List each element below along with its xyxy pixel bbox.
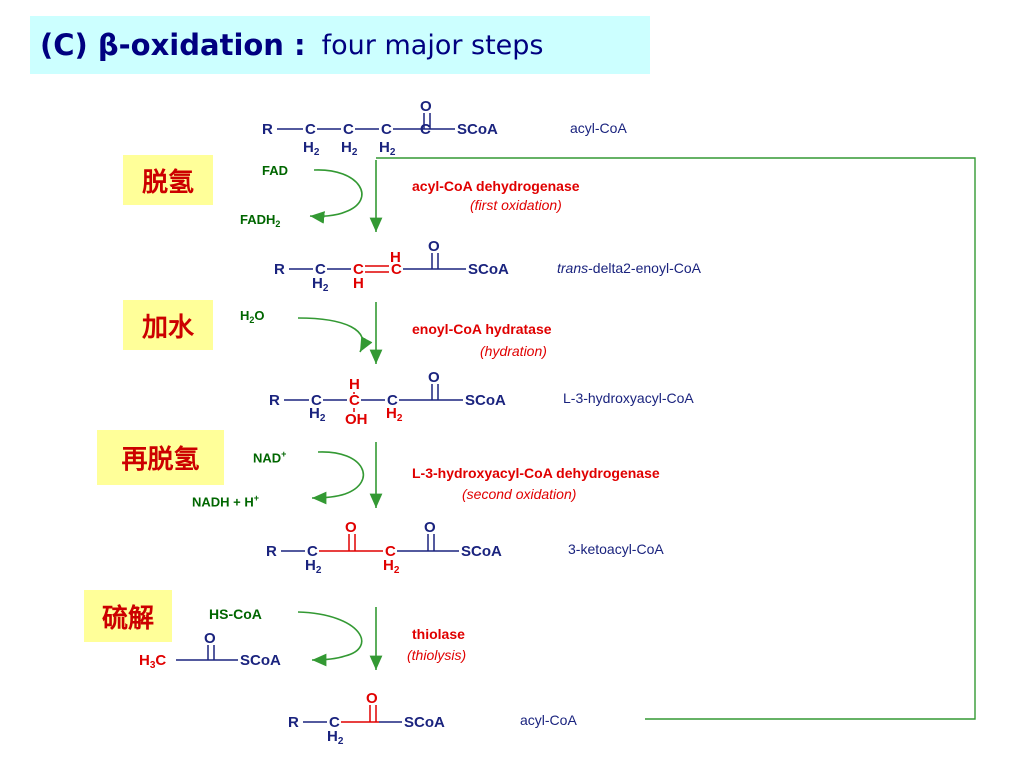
cofactor-fad: FAD xyxy=(262,163,288,178)
svg-text:H3C: H3C xyxy=(139,652,166,671)
svg-text:O: O xyxy=(204,630,216,647)
svg-text:O: O xyxy=(424,519,436,536)
svg-text:C: C xyxy=(307,543,318,560)
title-subtitle: four major steps xyxy=(321,29,544,61)
bonds-enoyl-coa xyxy=(289,253,466,270)
mode-3: (second oxidation) xyxy=(462,486,577,502)
svg-text:O: O xyxy=(428,369,440,386)
svg-text:O: O xyxy=(428,238,440,255)
enzyme-3: L-3-hydroxyacyl-CoA dehydrogenase xyxy=(412,465,660,481)
title-bold: (C) β-oxidation : xyxy=(40,28,306,62)
svg-text:H: H xyxy=(390,249,401,266)
enzyme-1: acyl-CoA dehydrogenase xyxy=(412,178,580,194)
step1-curve-arrow xyxy=(309,169,363,224)
svg-text:R: R xyxy=(266,543,277,560)
svg-text:H2: H2 xyxy=(312,275,329,294)
svg-text:C: C xyxy=(311,392,322,409)
svg-text:SCoA: SCoA xyxy=(240,652,281,669)
mode-4: (thiolysis) xyxy=(407,647,467,663)
bonds-hydroxyacyl-coa xyxy=(284,384,463,401)
svg-text:R: R xyxy=(274,261,285,278)
svg-text:C: C xyxy=(305,121,316,138)
svg-text:H2: H2 xyxy=(379,139,396,158)
mode-2: (hydration) xyxy=(480,343,547,359)
svg-text:SCoA: SCoA xyxy=(465,392,506,409)
cofactor-hscoa: HS-CoA xyxy=(209,606,262,622)
step1-label: 脱氢 xyxy=(123,155,213,205)
svg-text:C: C xyxy=(315,261,326,278)
svg-text:C: C xyxy=(329,714,340,731)
structure-acetyl-coa: H3C O SCoA xyxy=(139,630,281,671)
mode-1: (first oxidation) xyxy=(470,197,562,213)
svg-text:C: C xyxy=(353,261,364,278)
svg-text:O: O xyxy=(366,690,378,707)
bonds-acyl-coa xyxy=(277,113,455,130)
cofactor-nad: NAD+ xyxy=(253,449,287,466)
structure-acyl-coa: R C C C C O SCoA H2 H2 H2 xyxy=(262,98,498,158)
svg-text:H2: H2 xyxy=(327,728,344,747)
svg-text:H2: H2 xyxy=(341,139,358,158)
svg-text:H2: H2 xyxy=(303,139,320,158)
step3-curve-arrow xyxy=(311,451,365,505)
svg-text:SCoA: SCoA xyxy=(404,714,445,731)
svg-text:H2: H2 xyxy=(305,557,322,576)
svg-text:C: C xyxy=(385,543,396,560)
structure-hydroxyacyl-coa: R C C H OH C O SCoA H2 H2 xyxy=(269,369,506,428)
svg-text:R: R xyxy=(269,392,280,409)
step2-label: 加水 xyxy=(123,300,213,350)
svg-text:H: H xyxy=(353,275,364,292)
svg-text:H2: H2 xyxy=(309,405,326,424)
svg-text:C: C xyxy=(349,392,360,409)
svg-text:C: C xyxy=(391,261,402,278)
step4-label: 硫解 xyxy=(84,590,172,642)
compound-name-5: acyl-CoA xyxy=(520,712,577,728)
svg-text:O: O xyxy=(420,98,432,115)
structure-ketoacyl-coa: R C C O O SCoA H2 H2 xyxy=(266,519,502,576)
recycle-loop-line xyxy=(376,157,976,720)
svg-text:R: R xyxy=(262,121,273,138)
svg-text:C: C xyxy=(381,121,392,138)
cofactor-fadh2: FADH2 xyxy=(240,212,280,229)
title-banner: (C) β-oxidation : four major steps xyxy=(30,16,650,74)
svg-text:C: C xyxy=(343,121,354,138)
svg-text:O: O xyxy=(345,519,357,536)
structure-acyl-coa-short: R C O SCoA H2 xyxy=(288,690,445,747)
svg-text:SCoA: SCoA xyxy=(468,261,509,278)
svg-text:H2: H2 xyxy=(383,557,400,576)
svg-text:C: C xyxy=(387,392,398,409)
cofactor-nadh: NADH + H+ xyxy=(192,493,260,510)
step2-curve-arrow xyxy=(297,317,373,353)
compound-name-1: acyl-CoA xyxy=(570,120,627,136)
svg-text:OH: OH xyxy=(345,411,368,428)
svg-text:H: H xyxy=(349,376,360,393)
compound-name-3: L-3-hydroxyacyl-CoA xyxy=(563,390,694,406)
enzyme-4: thiolase xyxy=(412,626,465,642)
step3-label: 再脱氢 xyxy=(97,430,224,485)
svg-text:SCoA: SCoA xyxy=(457,121,498,138)
svg-text:R: R xyxy=(288,714,299,731)
structure-enoyl-coa: R C C C H H O SCoA H2 xyxy=(274,238,509,294)
svg-text:SCoA: SCoA xyxy=(461,543,502,560)
compound-name-2: trans-delta2-enoyl-CoA xyxy=(557,260,701,276)
compound-name-4: 3-ketoacyl-CoA xyxy=(568,541,664,557)
enzyme-2: enoyl-CoA hydratase xyxy=(412,321,552,337)
bonds-ketoacyl-coa xyxy=(281,534,459,552)
step4-curve-arrow xyxy=(297,611,363,667)
cofactor-h2o: H2O xyxy=(240,308,265,325)
svg-text:H2: H2 xyxy=(386,405,403,424)
